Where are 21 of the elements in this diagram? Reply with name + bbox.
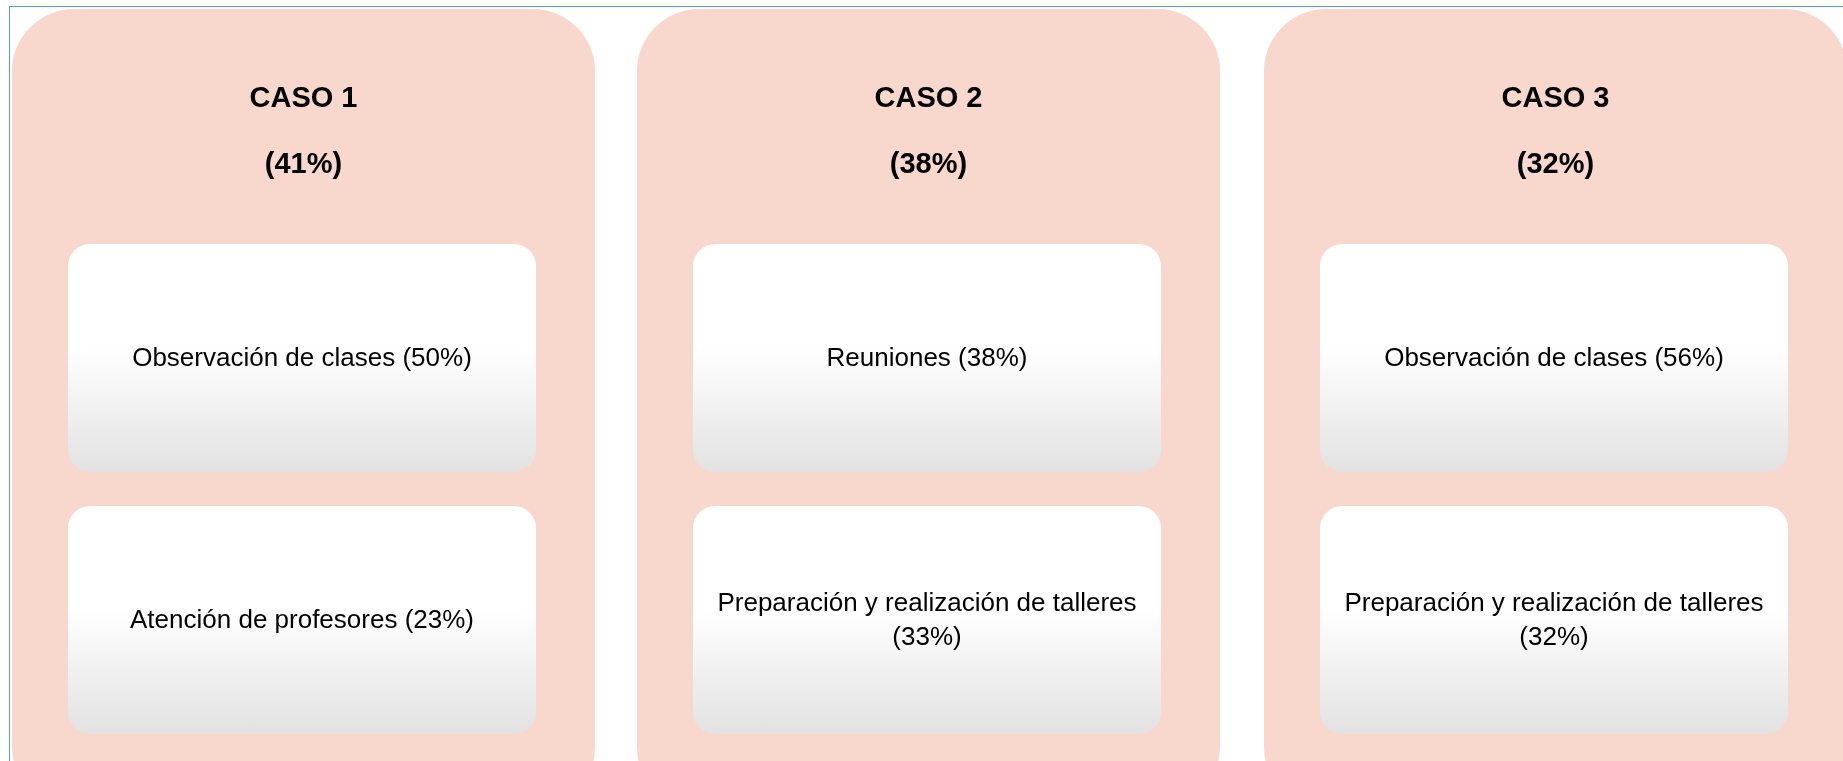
- case-percentage: (32%): [1515, 147, 1596, 180]
- activity-text: Atención de profesores (23%): [130, 603, 474, 637]
- activity-box: [693, 244, 1161, 472]
- activity-text: Reuniones (38%): [826, 341, 1028, 375]
- activity-text: Observación de clases (50%): [132, 341, 472, 375]
- case-title: CASO 2: [873, 81, 984, 114]
- activity-text: Observación de clases (56%): [1384, 341, 1724, 375]
- case-title: CASO 3: [1500, 81, 1611, 114]
- case-percentage: (38%): [888, 147, 969, 180]
- activity-box: [693, 506, 1161, 734]
- case-title: CASO 1: [248, 81, 359, 114]
- activity-box: [68, 244, 536, 472]
- case-panel: [12, 9, 595, 761]
- activity-box: [68, 506, 536, 734]
- activity-text: Preparación y realización de talleres (33%): [716, 586, 1138, 653]
- activity-text: Preparación y realización de talleres (32%): [1343, 586, 1765, 653]
- activity-box: [1320, 244, 1788, 472]
- case-panel: [637, 9, 1220, 761]
- activity-box: [1320, 506, 1788, 734]
- case-panel: [1264, 9, 1843, 761]
- case-percentage: (41%): [263, 147, 344, 180]
